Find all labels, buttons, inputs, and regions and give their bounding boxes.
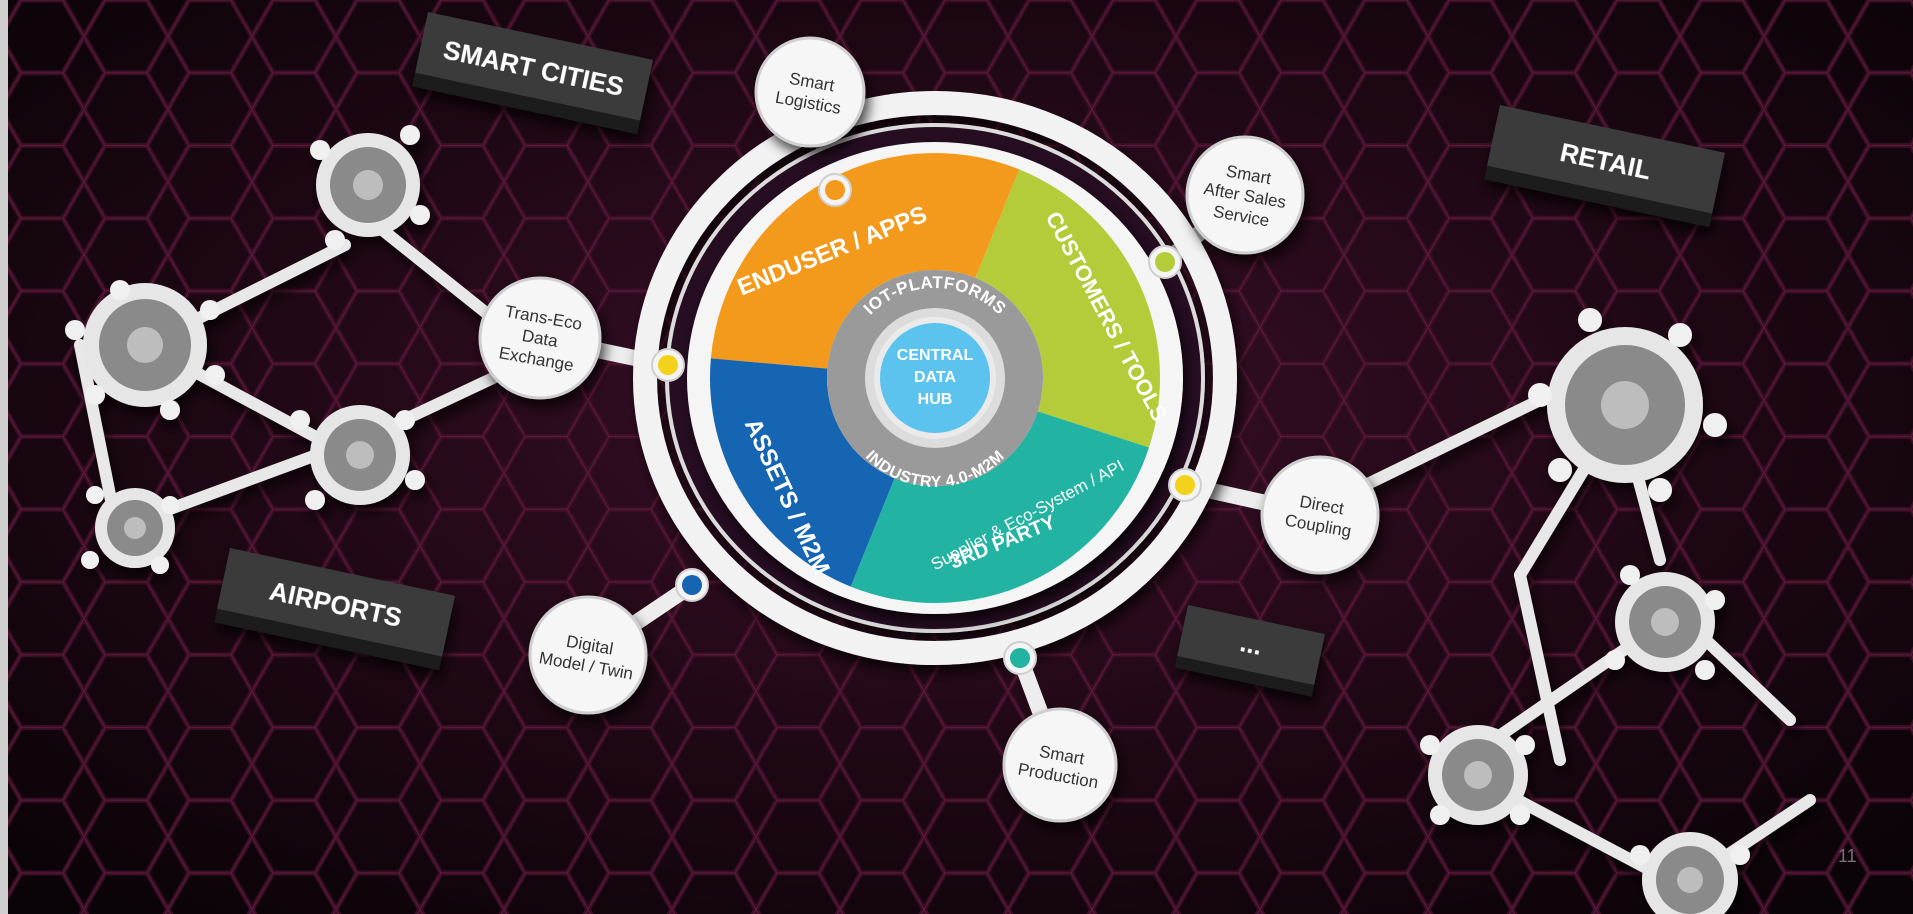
hub-line-2: DATA — [914, 369, 957, 386]
smart-production-joint-dot — [1003, 641, 1037, 675]
left-node-network — [65, 125, 526, 574]
smart-after-sales-service-joint-dot — [1148, 245, 1182, 279]
enduser-apps-segment — [710, 153, 1020, 369]
smart-after-sales-service-circle — [1185, 135, 1305, 255]
gear-node — [316, 133, 420, 237]
direct-coupling-circle — [1260, 455, 1380, 575]
digital-model-twin-circle — [528, 595, 648, 715]
customers-tools-segment — [975, 169, 1160, 448]
more-box: ... — [1174, 605, 1325, 697]
right-node-network — [1339, 308, 1816, 914]
hub-line-3: HUB — [918, 391, 953, 408]
third-party-segment — [850, 411, 1149, 603]
smart-production-circle — [1002, 707, 1118, 823]
gear-node — [310, 405, 410, 505]
trans-eco-data-exchange-circle — [478, 276, 602, 400]
assets-m2m-segment — [710, 358, 895, 587]
hub-line-1: CENTRAL — [897, 347, 974, 364]
page-number: 11 — [1838, 846, 1857, 866]
left-edge-bar — [0, 0, 8, 914]
gear-node — [1547, 327, 1703, 483]
central-data-hub: CENTRAL DATA HUB — [874, 317, 996, 439]
retail-box: RETAIL — [1484, 105, 1725, 228]
trans-eco-data-exchange-joint-dot — [651, 348, 685, 382]
gear-node — [1615, 572, 1715, 672]
gear-node — [95, 488, 175, 568]
gear-node — [1642, 832, 1738, 914]
smart-cities-box: SMART CITIES — [412, 12, 653, 135]
smart-logistics-circle — [754, 36, 866, 148]
airports-box: AIRPORTS — [214, 548, 455, 671]
platform-segments — [710, 153, 1160, 603]
gear-node — [1428, 725, 1528, 825]
smart-logistics-joint-dot — [818, 173, 852, 207]
direct-coupling-joint-dot — [1168, 468, 1202, 502]
gear-node — [83, 283, 207, 407]
digital-model-twin-joint-dot — [675, 568, 709, 602]
